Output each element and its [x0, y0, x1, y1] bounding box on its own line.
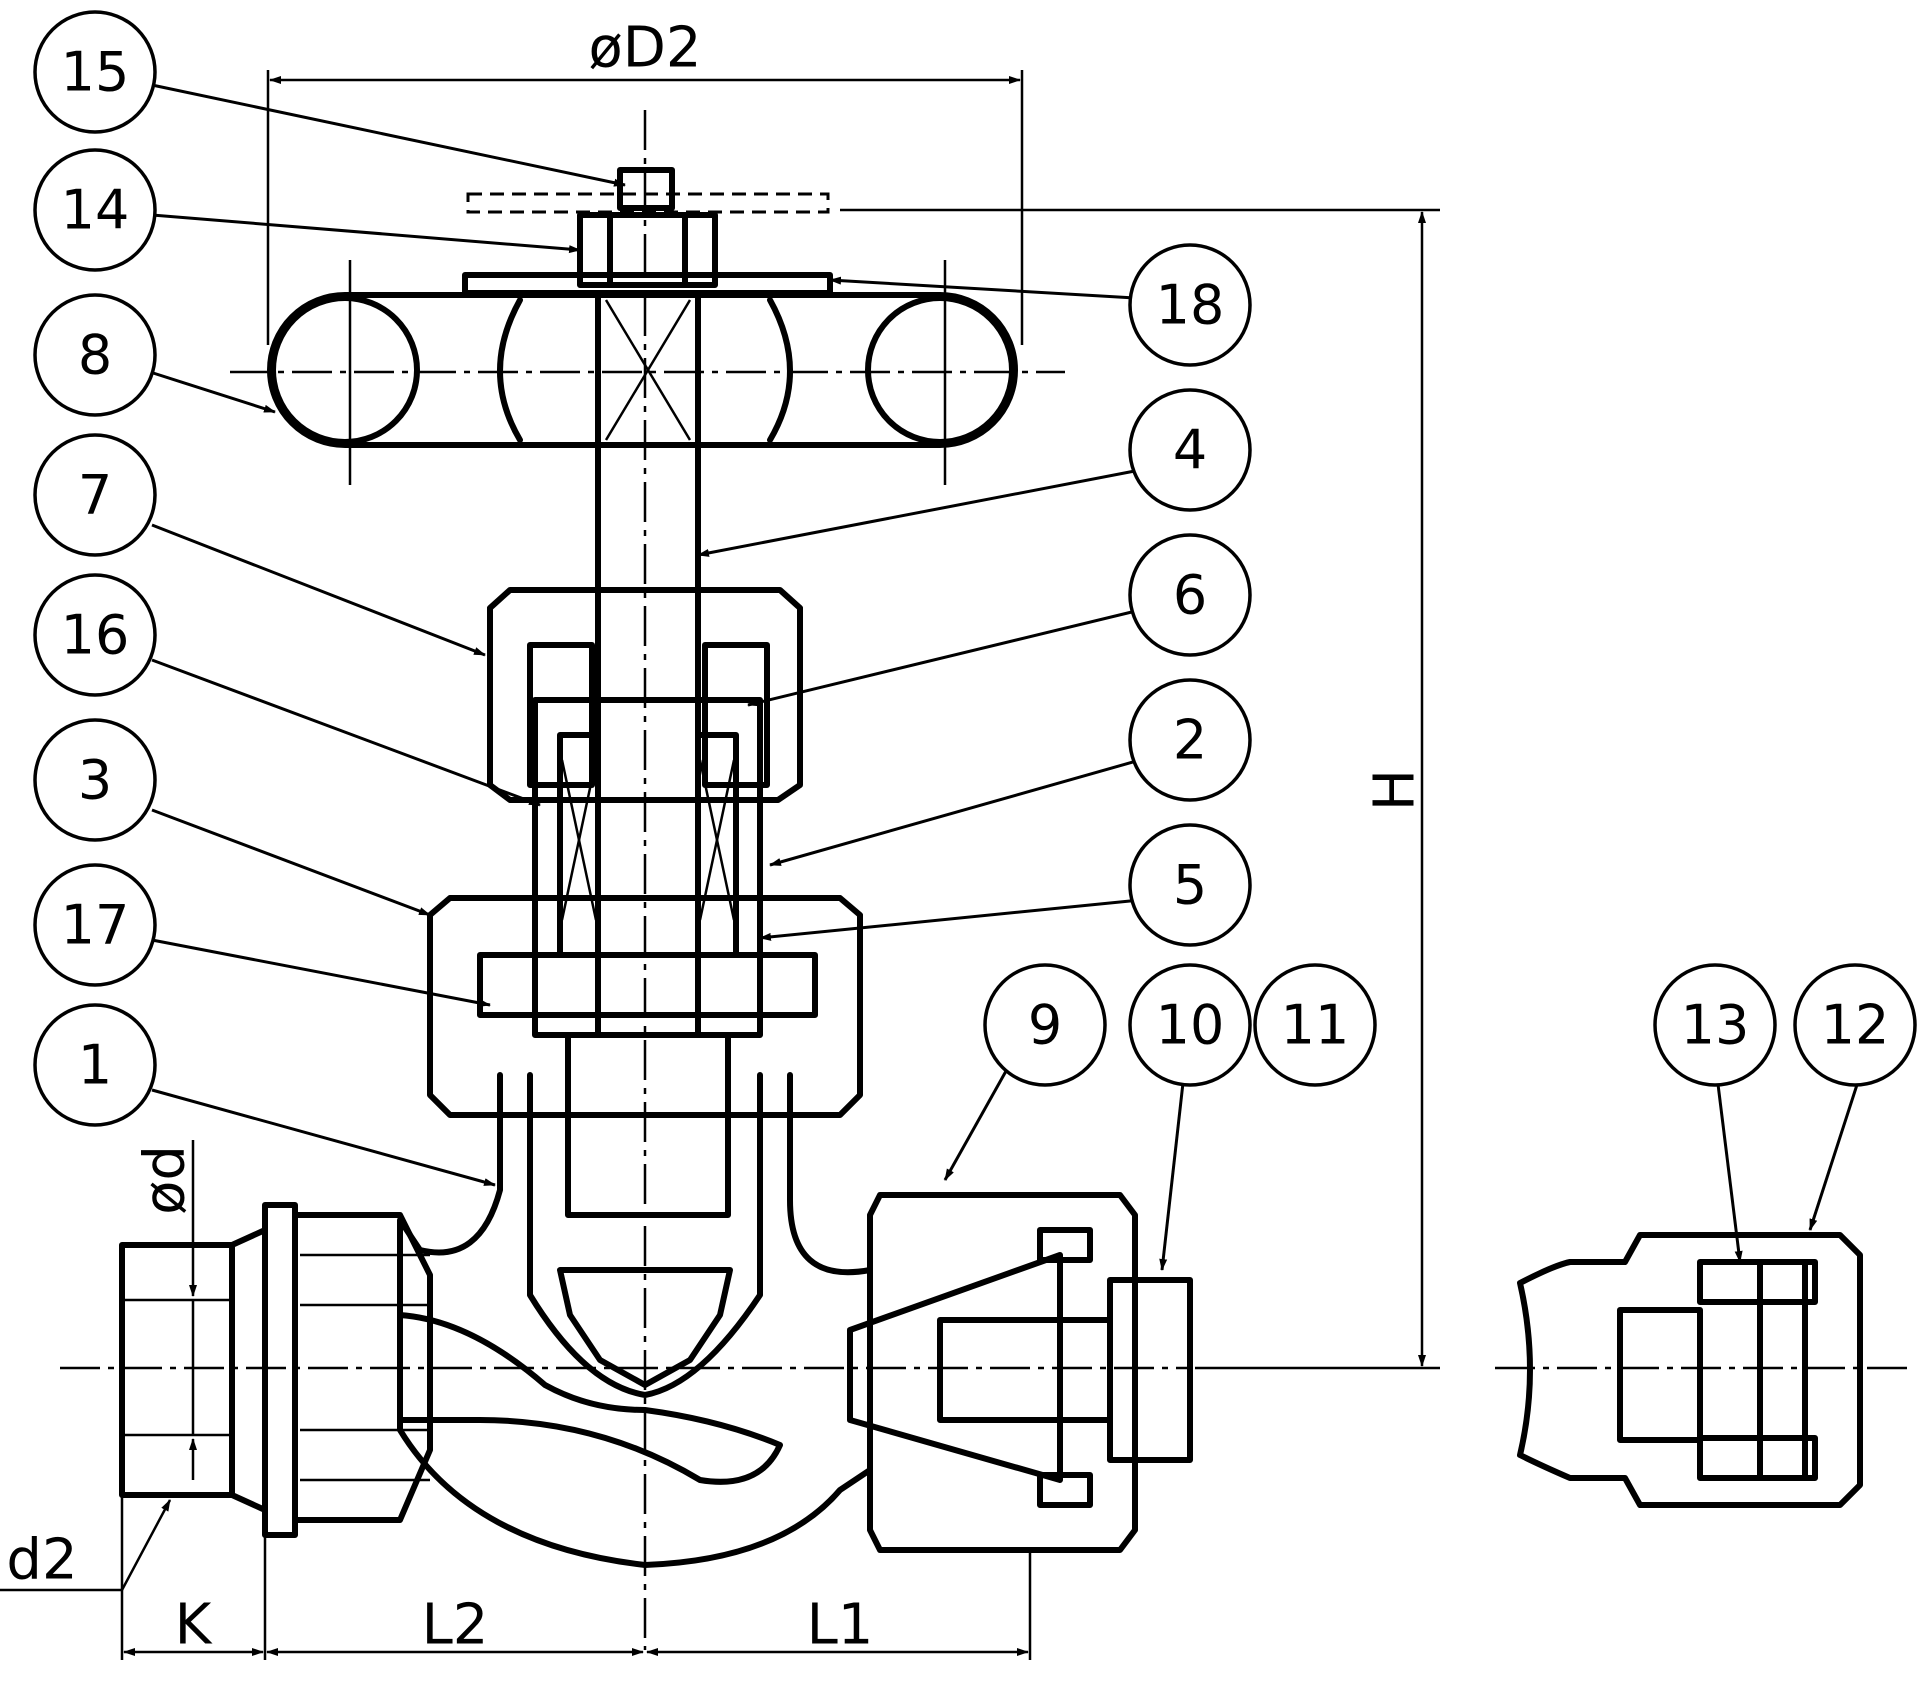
balloon-14: 14 [33, 148, 157, 272]
svg-text:11: 11 [1281, 994, 1350, 1057]
dim-label-d2: d2 [6, 1528, 77, 1593]
dim-label-L2: L2 [422, 1593, 489, 1658]
valve-body [119, 1072, 873, 1568]
svg-text:9: 9 [1028, 994, 1062, 1057]
right-fitting [847, 1192, 1193, 1553]
left-end-thread [119, 1242, 235, 1498]
flare-nut [867, 1192, 1138, 1553]
svg-text:5: 5 [1173, 854, 1207, 917]
balloon-11: 11 [1253, 963, 1377, 1087]
bonnet-bore [532, 697, 763, 1038]
svg-text:2: 2 [1173, 709, 1207, 772]
dimension-lines [0, 70, 1440, 1660]
body-outline [397, 1072, 873, 1568]
balloon-9: 9 [983, 963, 1107, 1087]
union-nut [427, 895, 863, 1118]
svg-text:13: 13 [1681, 994, 1750, 1057]
detail-sleeve [1617, 1307, 1703, 1443]
valve-disc [557, 1267, 733, 1388]
bonnet-collar [477, 952, 818, 1018]
balloon-6: 6 [1128, 533, 1252, 657]
detail-fitting [1517, 1232, 1863, 1508]
dim-label-L1: L1 [807, 1593, 874, 1658]
svg-text:4: 4 [1173, 419, 1207, 482]
balloon-4: 4 [1128, 388, 1252, 512]
balloon-15: 15 [33, 10, 157, 134]
svg-text:8: 8 [78, 324, 112, 387]
dimension-labels: øD2 H ød d2 K L2 L1 [6, 16, 1427, 1658]
balloon-3: 3 [33, 718, 157, 842]
tube-end [1107, 1277, 1193, 1463]
balloon-7: 7 [33, 433, 157, 557]
dim-label-K: K [175, 1593, 213, 1658]
dim-label-H: H [1363, 769, 1428, 811]
svg-text:15: 15 [61, 41, 130, 104]
svg-text:17: 17 [61, 894, 130, 957]
balloon-16: 16 [33, 573, 157, 697]
balloons: 15 14 8 7 16 3 17 1 18 4 6 2 5 9 10 11 1… [33, 10, 1917, 1127]
balloon-12: 12 [1793, 963, 1917, 1087]
detail-nut [1517, 1232, 1863, 1508]
dim-label-D2: øD2 [588, 16, 701, 81]
svg-text:14: 14 [61, 179, 130, 242]
handwheel-rim [267, 292, 1018, 448]
balloon-1: 1 [33, 1003, 157, 1127]
svg-text:3: 3 [78, 749, 112, 812]
svg-text:7: 7 [78, 464, 112, 527]
balloon-17: 17 [33, 863, 157, 987]
stem [595, 442, 701, 1038]
leader-lines [149, 83, 1867, 1271]
sleeve-top [1037, 1227, 1093, 1263]
nut-top [617, 167, 675, 211]
svg-text:16: 16 [61, 604, 130, 667]
balloon-13: 13 [1653, 963, 1777, 1087]
stem-thread [565, 1032, 731, 1218]
handwheel [267, 167, 1018, 485]
balloon-5: 5 [1128, 823, 1252, 947]
balloon-10: 10 [1128, 963, 1252, 1087]
svg-text:6: 6 [1173, 564, 1207, 627]
balloon-18: 18 [1128, 243, 1252, 367]
svg-text:12: 12 [1821, 994, 1890, 1057]
balloon-8: 8 [33, 293, 157, 417]
dim-label-d: ød [133, 1145, 198, 1215]
svg-text:10: 10 [1156, 994, 1225, 1057]
balloon-2: 2 [1128, 678, 1252, 802]
flare-sleeve [847, 1252, 1063, 1483]
svg-text:1: 1 [78, 1034, 112, 1097]
svg-text:18: 18 [1156, 274, 1225, 337]
